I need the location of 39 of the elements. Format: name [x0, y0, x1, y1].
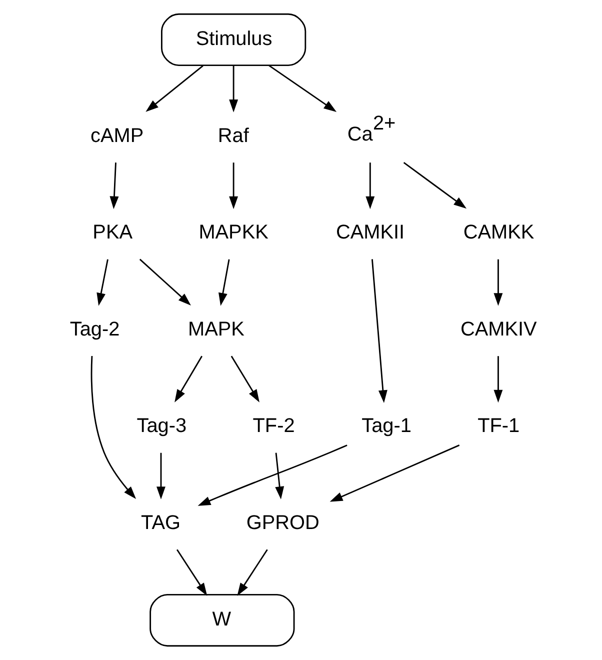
arrow: [174, 356, 202, 402]
arrow: [493, 356, 502, 403]
arrow: [109, 162, 118, 210]
arrow: [156, 452, 165, 500]
node-text: TF-1: [477, 415, 520, 438]
arrow: [228, 66, 238, 112]
node-text: TAG: [140, 512, 180, 534]
arrow: [230, 356, 259, 402]
arrow: [176, 549, 207, 596]
node-text: Tag-2: [69, 318, 120, 340]
arrow: [402, 162, 466, 209]
node-text: GPROD: [246, 512, 319, 534]
node-text: PKA: [92, 222, 132, 244]
arrow: [274, 452, 284, 500]
node-text: CAMKII: [336, 222, 404, 244]
arrow: [90, 356, 136, 500]
arrow: [218, 259, 230, 306]
arrow: [365, 162, 374, 210]
node-text: CAMKK: [462, 222, 534, 244]
arrow: [236, 549, 268, 596]
node-text: CAMKIV: [460, 318, 536, 340]
node-box: Stimulus: [160, 13, 306, 66]
arrow: [370, 259, 387, 404]
arrow: [268, 65, 336, 112]
node-text: MAPKK: [198, 222, 268, 244]
arrow: [329, 444, 460, 502]
arrow: [96, 259, 108, 306]
node-text: Tag-1: [361, 415, 411, 438]
arrow: [197, 444, 347, 506]
node-text: TF-2: [252, 415, 294, 438]
arrow: [138, 258, 190, 306]
node-text: Raf: [217, 124, 248, 147]
node-text: Tag-3: [136, 415, 186, 438]
node-text: cAMP: [90, 124, 144, 147]
node-text: MAPK: [188, 318, 244, 340]
arrow: [493, 259, 502, 306]
node-box: W: [149, 594, 294, 647]
arrow: [228, 162, 238, 210]
arrow: [145, 65, 203, 112]
